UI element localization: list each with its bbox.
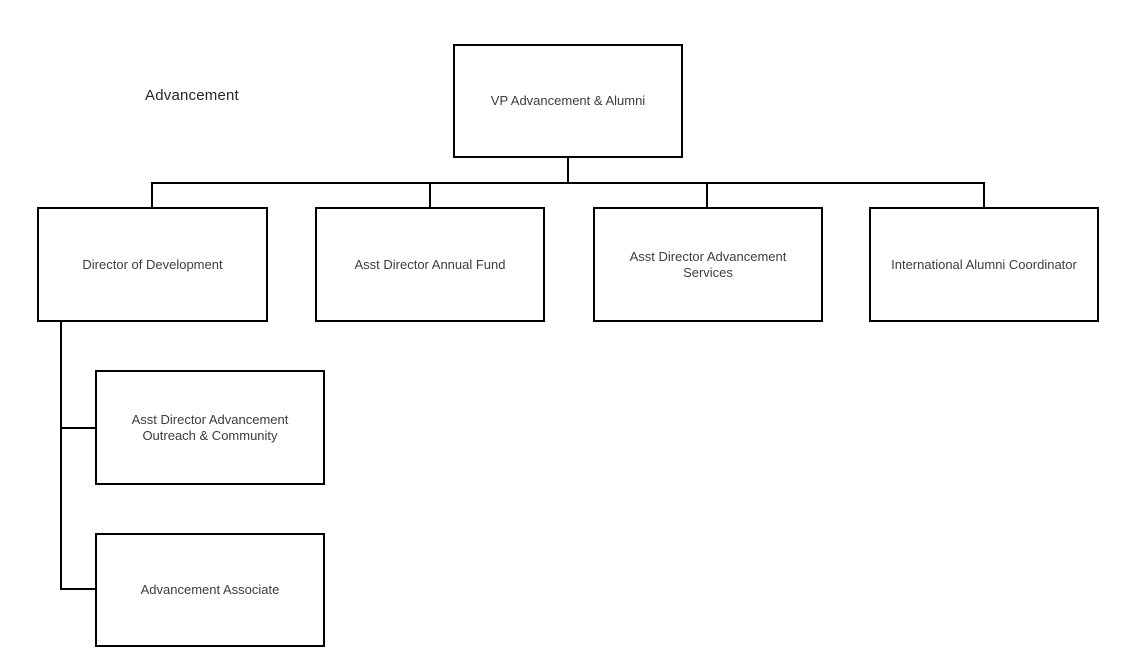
org-node-label: Asst Director Advancement Outreach & Com…: [131, 411, 289, 443]
org-node-asst-director-advancement-services: Asst Director Advancement Services: [593, 207, 823, 322]
org-node-label: VP Advancement & Alumni: [490, 93, 646, 109]
org-node-label: International Alumni Coordinator: [891, 256, 1077, 272]
org-node-advancement-associate: Advancement Associate: [95, 533, 325, 647]
org-node-vp-advancement-alumni: VP Advancement & Alumni: [453, 44, 683, 158]
org-node-asst-director-annual-fund: Asst Director Annual Fund: [315, 207, 545, 322]
org-node-label: Advancement Associate: [140, 582, 280, 598]
org-node-international-alumni-coordinator: International Alumni Coordinator: [869, 207, 1099, 322]
org-node-director-of-development: Director of Development: [37, 207, 268, 322]
org-node-label: Director of Development: [82, 256, 223, 272]
org-node-asst-director-advancement-outreach-community: Asst Director Advancement Outreach & Com…: [95, 370, 325, 485]
org-node-label: Asst Director Annual Fund: [354, 256, 506, 272]
diagram-title: Advancement: [145, 87, 239, 104]
org-node-label: Asst Director Advancement Services: [629, 248, 787, 280]
